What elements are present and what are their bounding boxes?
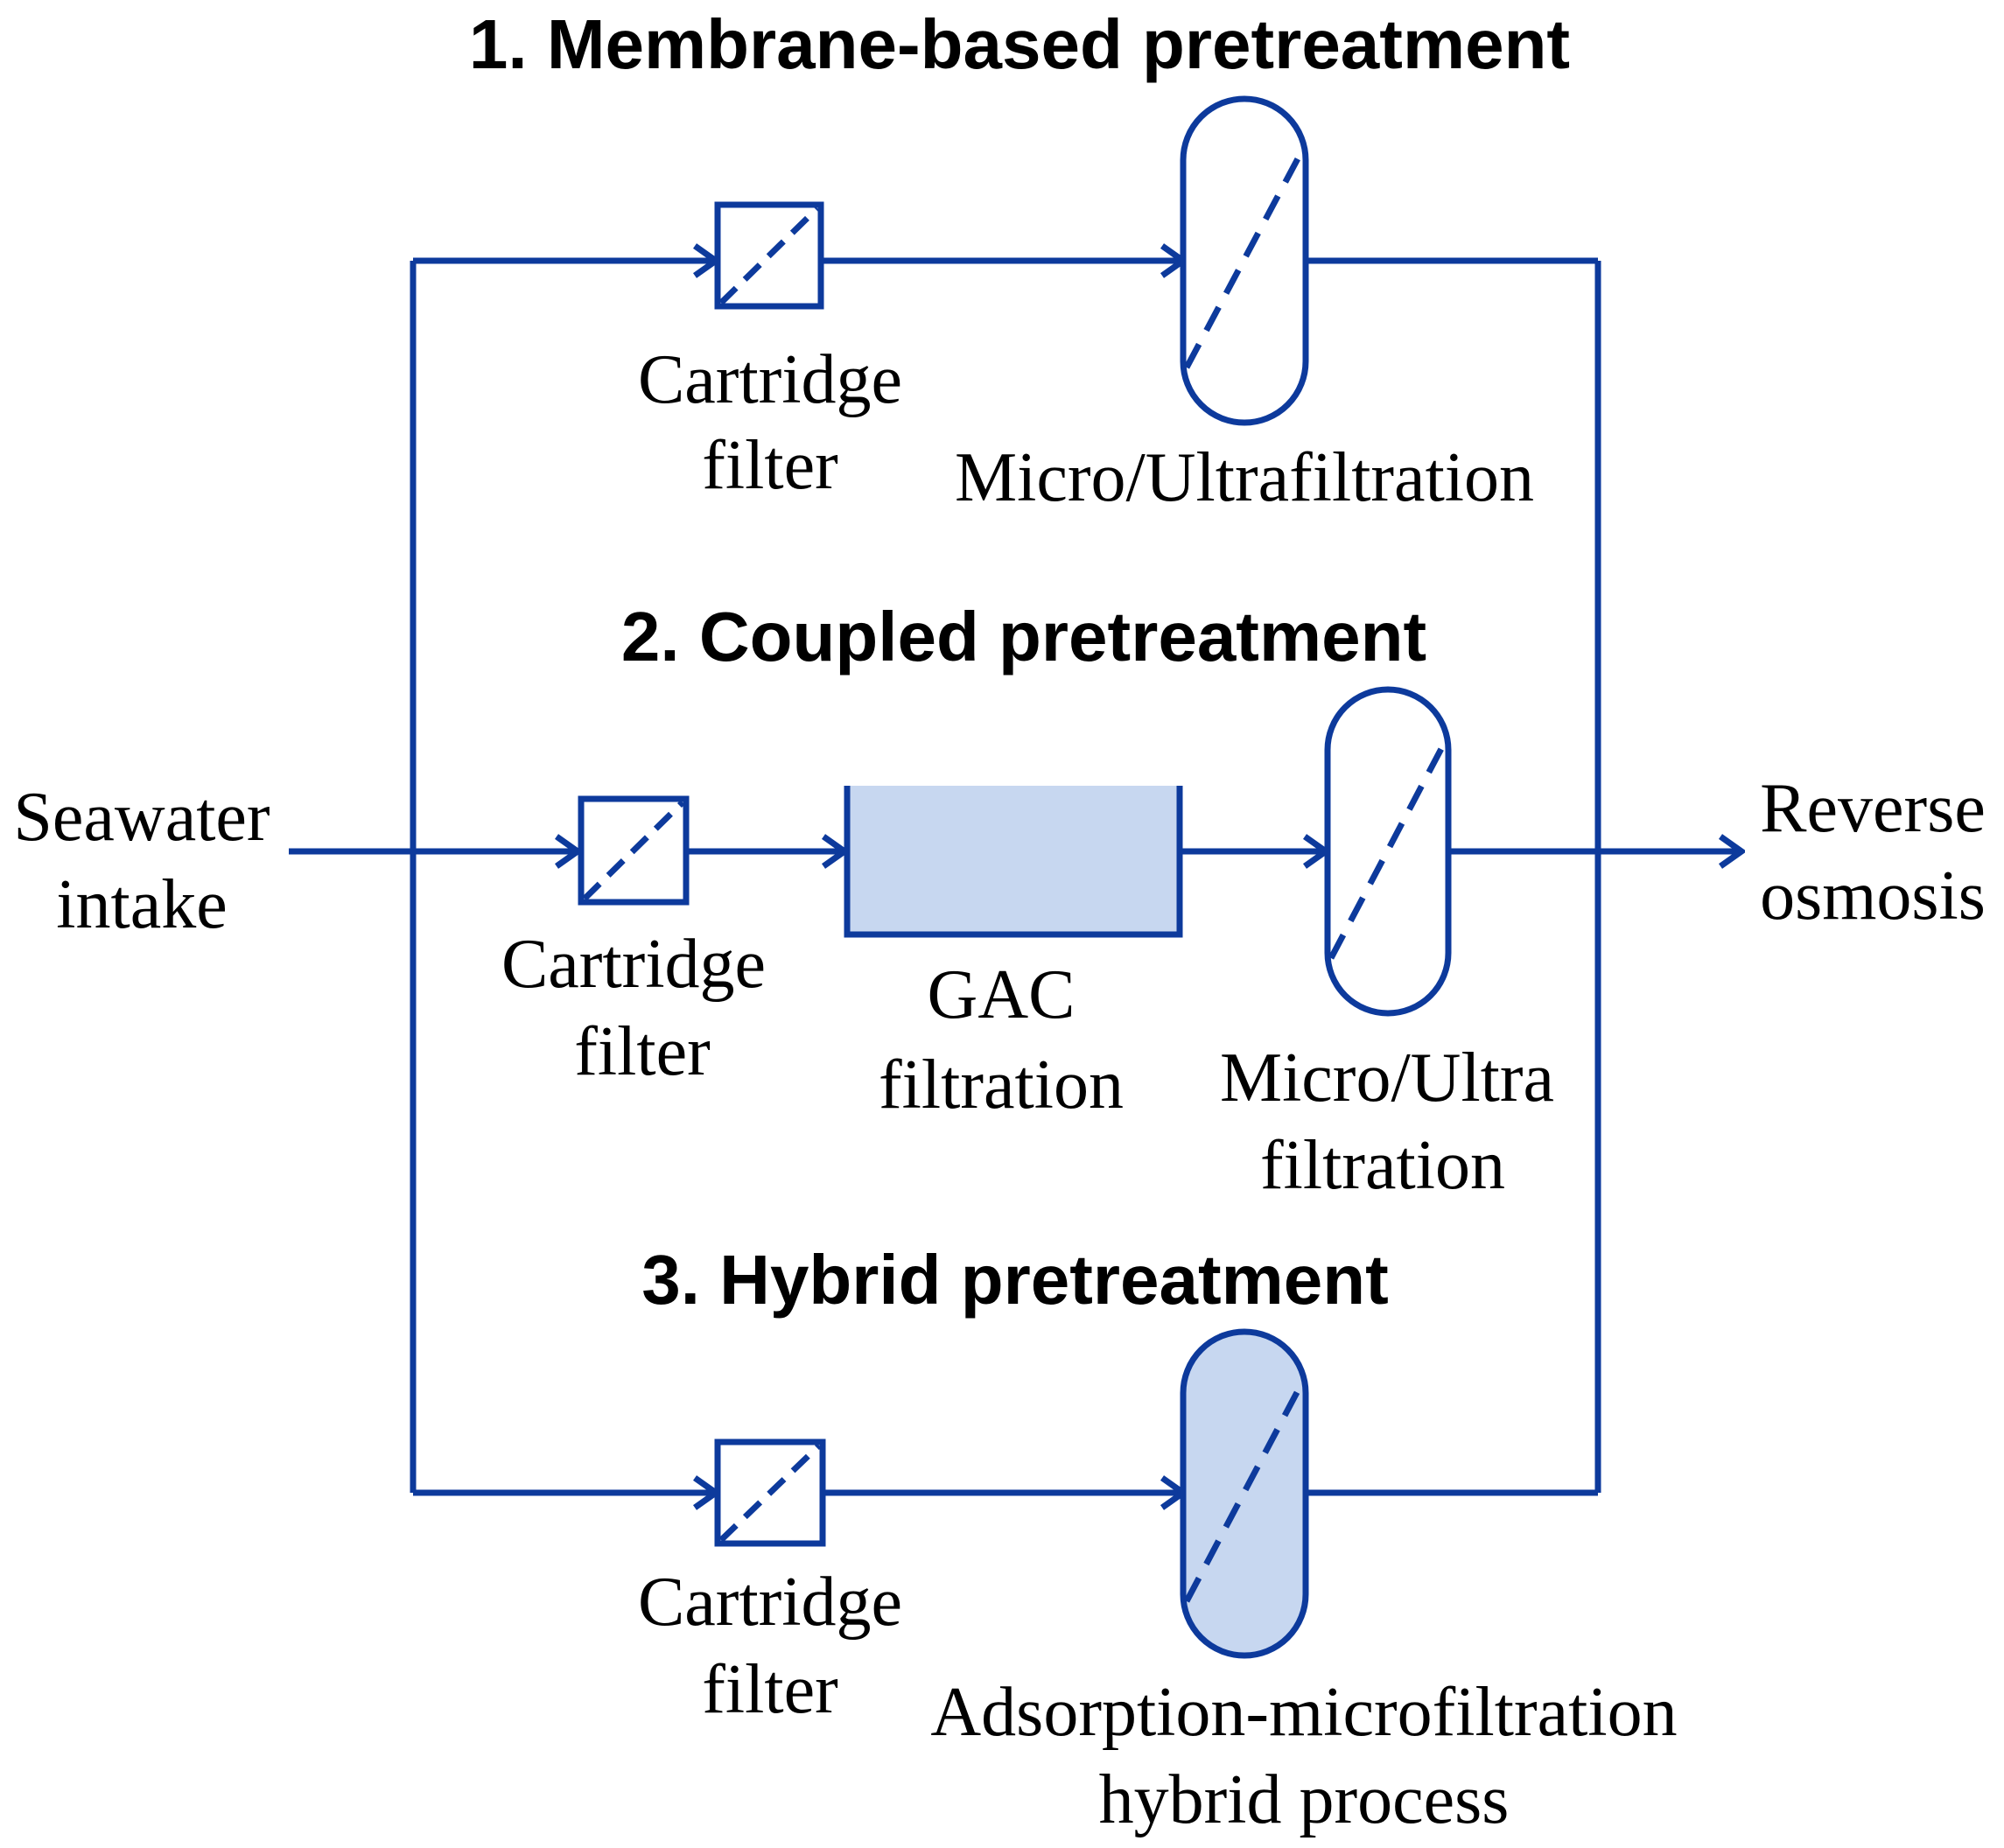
gac-filter-icon	[844, 786, 1183, 938]
row2-cartridge-filter-icon	[578, 795, 690, 906]
intake-label-line2: intake	[56, 866, 227, 943]
heading-coupled: 2. Coupled pretreatment	[621, 598, 1426, 676]
row1-mf-label: Micro/Ultrafiltration	[955, 439, 1534, 516]
gac-label-line2: filtration	[879, 1046, 1124, 1124]
row2-cartridge-label-line1: Cartridge	[501, 926, 766, 1003]
row3-cartridge-label-line2: filter	[702, 1651, 837, 1728]
hybrid-label-line1: Adsorption-microfiltration	[930, 1674, 1677, 1751]
row1-cartridge-filter-icon	[714, 201, 824, 310]
row3-cartridge-label-line1: Cartridge	[638, 1564, 902, 1641]
row2-membrane-icon	[1324, 686, 1452, 1017]
hybrid-label-line2: hybrid process	[1099, 1761, 1510, 1838]
row2-mf-label-line2: filtration	[1260, 1127, 1505, 1204]
hybrid-membrane-icon	[1180, 1328, 1309, 1659]
row1-membrane-icon	[1180, 95, 1309, 426]
row2-cartridge-label-line2: filter	[574, 1013, 710, 1090]
flow-lines	[289, 261, 1741, 1493]
heading-hybrid: 3. Hybrid pretreatment	[641, 1241, 1389, 1319]
output-label-line2: osmosis	[1760, 858, 1986, 934]
row1-cartridge-label-line1: Cartridge	[638, 341, 902, 418]
row3-cartridge-filter-icon	[714, 1438, 826, 1547]
row2-mf-label-line1: Micro/Ultra	[1220, 1040, 1554, 1116]
gac-label-line1: GAC	[928, 956, 1076, 1033]
row1-cartridge-label-line2: filter	[702, 427, 837, 504]
output-label-line1: Reverse	[1760, 770, 1986, 847]
intake-label-line1: Seawater	[13, 779, 270, 856]
heading-membrane: 1. Membrane-based pretreatment	[469, 5, 1570, 83]
